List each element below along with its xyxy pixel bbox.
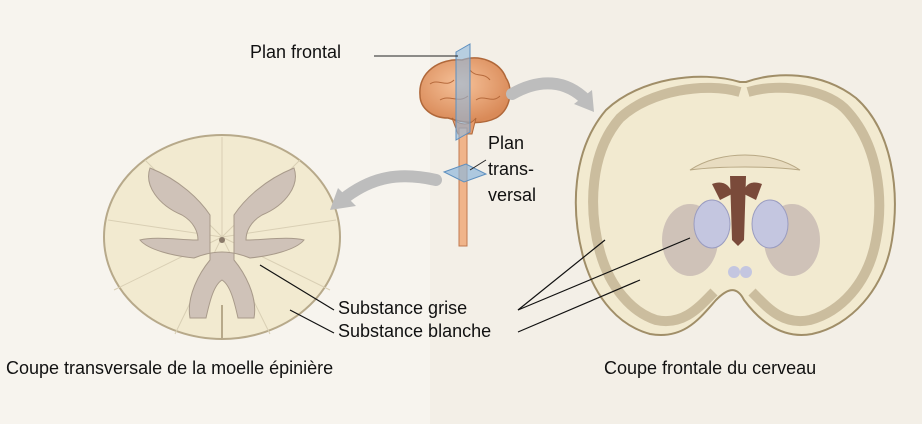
arrow-to-spinal-head — [330, 188, 356, 210]
label-plan-transversal-line2: trans- — [488, 159, 535, 179]
arrow-to-brain — [506, 77, 592, 106]
lateral-ventricle-left — [730, 176, 746, 246]
ventricle-horn-left — [712, 182, 732, 200]
arrow-to-spinal — [336, 170, 442, 206]
left-cortex — [588, 82, 742, 327]
central-canal — [219, 237, 225, 243]
caption-spinal-cord: Coupe transversale de la moelle épinière — [6, 358, 334, 378]
thalamus-left — [693, 199, 731, 249]
transverse-leader-line — [469, 159, 487, 171]
label-substance-blanche: Substance blanche — [338, 321, 492, 341]
right-cortex — [746, 82, 885, 327]
spinal-cord-section — [103, 134, 341, 340]
label-plan-transversal-line1: Plan — [488, 133, 525, 153]
transverse-plane — [442, 163, 488, 183]
label-plan-frontal: Plan frontal — [250, 42, 342, 62]
mammillary-left — [728, 266, 740, 278]
mammillary-right — [740, 266, 752, 278]
frontal-plane — [455, 43, 471, 141]
arrow-to-brain-head — [574, 90, 594, 112]
label-plan-transversal: Plan trans- versal — [488, 130, 536, 208]
spinal-grey-matter — [139, 167, 305, 319]
ventricle-horn-right — [744, 182, 762, 200]
caption-brain: Coupe frontale du cerveau — [604, 358, 817, 378]
corpus-callosum — [689, 154, 801, 171]
thalamus-right — [751, 199, 789, 249]
substance-leader-lines — [259, 237, 691, 334]
spinal-cord-model — [458, 127, 468, 247]
label-substance-grise: Substance grise — [338, 298, 468, 318]
label-plan-transversal-line3: versal — [488, 185, 537, 205]
brain-frontal-section — [574, 74, 896, 336]
